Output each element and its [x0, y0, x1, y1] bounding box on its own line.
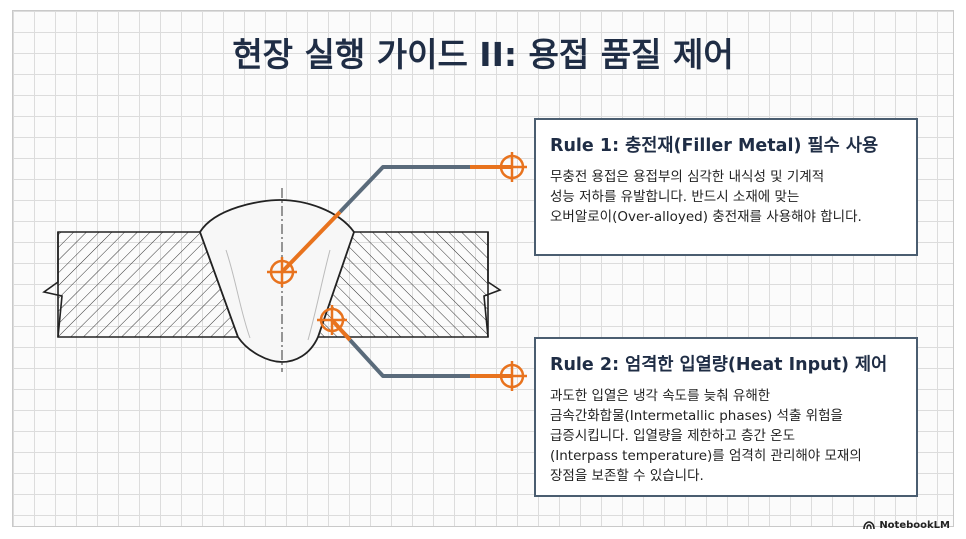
crosshair-icon [497, 361, 527, 391]
rule-2-line: 장점을 보존할 수 있습니다. [550, 468, 704, 484]
rule-2-card: Rule 2: 엄격한 입열량(Heat Input) 제어 과도한 입열은 냉… [534, 337, 918, 497]
rule-1-body: 무충전 용접은 용접부의 심각한 내식성 및 기계적 성능 저하를 유발합니다.… [550, 167, 902, 227]
rule-1-line: 성능 저하를 유발합니다. 반드시 소재에 맞는 [550, 189, 800, 205]
rule-1-card: Rule 1: 충전재(Filler Metal) 필수 사용 무충전 용접은 … [534, 118, 918, 256]
weld-fusion-line [307, 249, 331, 341]
rule-2-line: 과도한 입열은 냉각 속도를 늦춰 유해한 [550, 388, 771, 404]
weld-fusion-line [225, 249, 251, 339]
left-break-line [42, 232, 63, 338]
notebooklm-logo-icon [863, 521, 876, 530]
rule-2-line: 금속간화합물(Intermetallic phases) 석출 위험을 [550, 408, 843, 424]
page-title: 현장 실행 가이드 II: 용접 품질 제어 [232, 35, 734, 74]
rule-1-line: 무충전 용접은 용접부의 심각한 내식성 및 기계적 [550, 169, 825, 185]
brand-watermark: NotebookLM [863, 520, 950, 531]
rule-2-line: (Interpass temperature)를 엄격히 관리해야 모재의 [550, 448, 862, 464]
right-break-line [483, 232, 502, 338]
rule-2-line: 급증시킵니다. 입열량을 제한하고 층간 온도 [550, 428, 796, 444]
crosshair-icon [317, 305, 347, 335]
crosshair-icon [267, 257, 297, 287]
rule-2-body: 과도한 입열은 냉각 속도를 늦춰 유해한 금속간화합물(Intermetall… [550, 386, 902, 486]
crosshair-icon [497, 152, 527, 182]
rule-1-title: Rule 1: 충전재(Filler Metal) 필수 사용 [550, 136, 879, 156]
rule-1-line: 오버알로이(Over-alloyed) 충전재를 사용해야 합니다. [550, 209, 862, 225]
rule-2-title: Rule 2: 엄격한 입열량(Heat Input) 제어 [550, 355, 888, 375]
brand-label: NotebookLM [879, 520, 950, 531]
